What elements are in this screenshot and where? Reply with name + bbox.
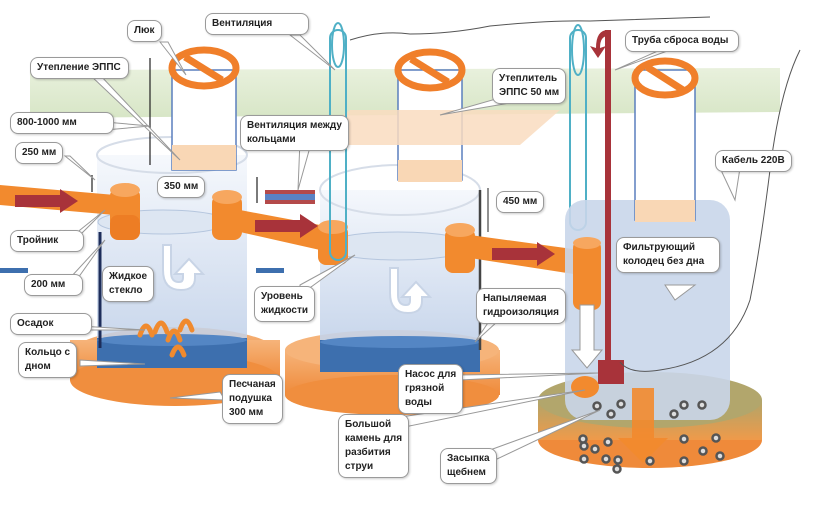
big-stone-icon (571, 376, 599, 398)
label-line: воды (405, 397, 432, 408)
label-line: кольцами (247, 134, 296, 145)
label-line: 300 мм (229, 407, 264, 418)
flow-u-arrow-1 (162, 244, 206, 292)
label-line: Насос для (405, 369, 457, 380)
label-line: Засыпка (447, 453, 490, 464)
label-250mm: 250 мм (15, 142, 64, 164)
label-line: ЭППС 50 мм (499, 87, 560, 98)
label-line: Вентиляция между (247, 120, 342, 131)
label-hatch: Люк (127, 20, 162, 42)
label-sand-cushion: Песчаная подушка 300 мм (222, 374, 283, 424)
sediment-icon (137, 318, 195, 358)
label-big-stone: Большой камень для разбития струи (338, 414, 410, 478)
flow-arrow-1-2 (255, 214, 318, 238)
label-gravel-fill: Засыпка щебнем (440, 448, 497, 484)
label-line: щебнем (447, 467, 486, 478)
label-ring-with-bottom: Кольцо с дном (18, 342, 78, 378)
flow-u-arrow-2 (389, 267, 433, 315)
ventilation-pipe-2 (569, 24, 587, 231)
insulation-board (300, 110, 560, 145)
label-line: разбития (345, 447, 391, 458)
label-line: гидроизоляция (483, 307, 559, 318)
label-waterproofing: Напыляемая гидроизоляция (476, 288, 566, 324)
label-line: Напыляемая (483, 293, 547, 304)
inlet-flow-arrow (15, 189, 78, 213)
gravel-stones (578, 399, 725, 474)
cable-line (349, 16, 711, 41)
flow-arrow-2-3 (492, 242, 555, 266)
label-ventilation: Вентиляция (205, 13, 309, 35)
label-ventilation-between-rings: Вентиляция между кольцами (240, 115, 349, 151)
label-line: дном (25, 361, 51, 372)
label-line: грязной (405, 383, 445, 394)
label-sediment: Осадок (10, 313, 92, 335)
label-line: камень для (345, 433, 403, 444)
label-line: подушка (229, 393, 272, 404)
infiltration-arrow (618, 388, 668, 463)
hatch-icon (168, 46, 240, 90)
label-line: Песчаная (229, 379, 276, 390)
label-line: Уровень (261, 291, 303, 302)
label-350mm: 350 мм (157, 176, 206, 198)
hatch-icon-3 (631, 57, 699, 99)
label-depth-800-1000: 800-1000 мм (10, 112, 114, 134)
label-line: Утеплитель (499, 73, 558, 84)
label-200mm: 200 мм (24, 274, 83, 296)
label-line: Фильтрующий (623, 242, 696, 253)
label-line: жидкости (261, 305, 309, 316)
label-filter-well: Фильтрующий колодец без дна (616, 237, 720, 273)
label-line: Кольцо с (25, 347, 71, 358)
down-flow-arrow (570, 304, 604, 369)
cable-220 (619, 49, 801, 372)
label-tee: Тройник (10, 230, 84, 252)
label-450mm: 450 мм (496, 191, 545, 213)
label-line: стекло (109, 285, 143, 296)
label-cable: Кабель 220В (715, 150, 792, 172)
label-line: Жидкое (109, 271, 148, 282)
label-pump: Насос для грязной воды (398, 364, 464, 414)
label-insulator-epps-50: Утеплитель ЭППС 50 мм (492, 68, 567, 104)
label-line: колодец без дна (623, 256, 705, 267)
label-line: струи (345, 461, 374, 472)
hatch-icon-2 (394, 48, 466, 92)
pump-icon (598, 360, 624, 384)
label-liquid-glass: Жидкое стекло (102, 266, 155, 302)
label-liquid-level: Уровень жидкости (254, 286, 316, 322)
label-drain-pipe: Труба сброса воды (625, 30, 739, 52)
label-insulation-epps: Утепление ЭППС (30, 57, 129, 79)
label-line: Большой (345, 419, 392, 430)
